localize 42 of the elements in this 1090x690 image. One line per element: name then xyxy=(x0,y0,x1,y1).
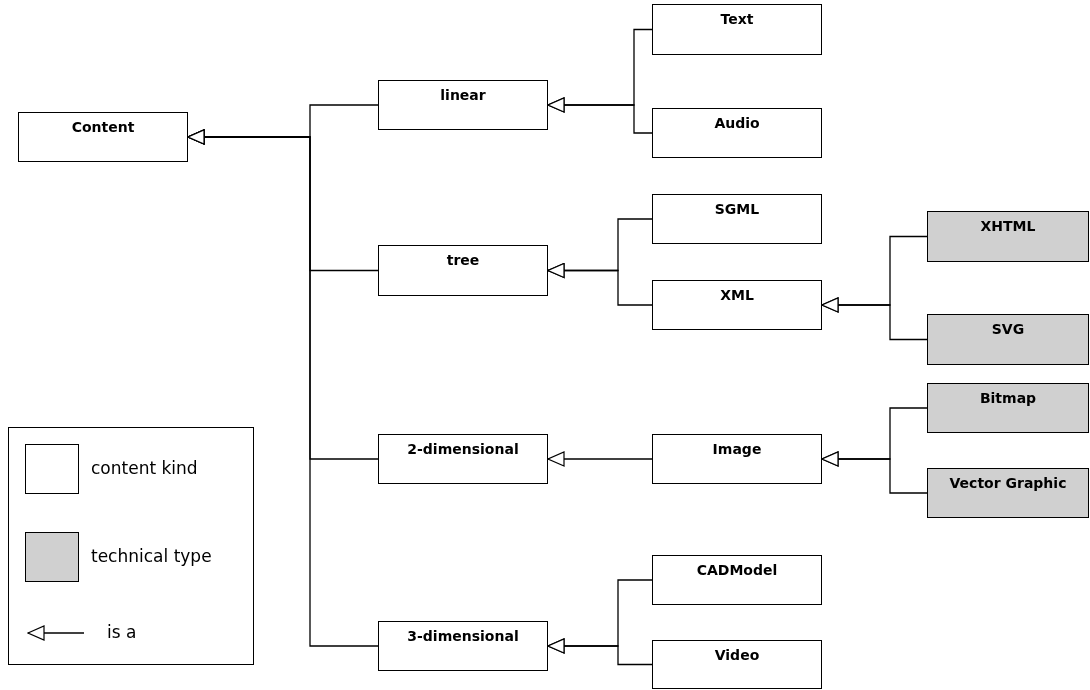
class-name: Vector Graphic xyxy=(949,475,1067,493)
class-box xyxy=(378,621,548,671)
legend-label: technical type xyxy=(91,545,212,569)
class-name: Audio xyxy=(714,115,760,133)
class-name: Text xyxy=(720,11,754,29)
class-box xyxy=(927,383,1089,433)
class-name: Content xyxy=(71,119,135,137)
class-box xyxy=(652,108,822,158)
inheritance-arrow xyxy=(547,451,653,467)
class-box xyxy=(378,245,548,296)
class-box xyxy=(652,4,822,55)
class-box xyxy=(927,468,1089,518)
inheritance-arrow xyxy=(547,97,653,134)
legend-label: content kind xyxy=(91,457,198,481)
inheritance-arrow xyxy=(821,451,928,494)
inheritance-arrow xyxy=(547,638,653,666)
class-box xyxy=(652,194,822,244)
class-name: tree xyxy=(446,252,480,270)
class-box xyxy=(652,280,822,330)
class-name: SGML xyxy=(714,201,760,219)
class-box xyxy=(18,112,188,162)
class-name: Video xyxy=(714,647,760,665)
class-box xyxy=(378,434,548,484)
class-box xyxy=(378,80,548,130)
class-name: SVG xyxy=(991,321,1025,339)
class-box xyxy=(652,434,822,484)
class-name: linear xyxy=(440,87,486,105)
class-box xyxy=(652,555,822,605)
class-box xyxy=(652,640,822,689)
inheritance-arrow xyxy=(821,297,928,341)
class-name: CADModel xyxy=(696,562,778,580)
class-name: Image xyxy=(712,441,762,459)
class-box xyxy=(927,314,1089,365)
class-name: Bitmap xyxy=(979,390,1037,408)
class-name: 3-dimensional xyxy=(407,628,519,646)
class-name: 2-dimensional xyxy=(407,441,519,459)
class-name: XML xyxy=(720,287,754,305)
class-box xyxy=(927,211,1089,262)
legend-label: is a xyxy=(107,621,137,644)
inheritance-arrow xyxy=(187,129,379,647)
inheritance-arrow xyxy=(547,262,653,306)
class-name: XHTML xyxy=(980,218,1036,236)
